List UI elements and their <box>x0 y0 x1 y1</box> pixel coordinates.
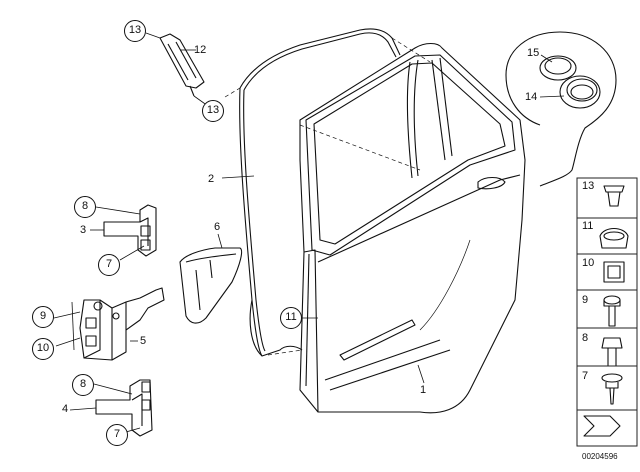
door-shell <box>299 42 526 414</box>
callout-7-hinge-upper: 7 <box>98 254 120 276</box>
fastener-label-10: 10 <box>582 257 595 269</box>
diagram-code: 00204596 <box>582 452 618 461</box>
callout-7-hinge-lower: 7 <box>106 424 128 446</box>
callout-9: 9 <box>32 306 54 328</box>
fastener-label-13: 13 <box>582 180 595 192</box>
callout-13-clip-bottom: 13 <box>202 100 224 122</box>
leader-2 <box>221 175 255 179</box>
door-check-strap <box>53 287 165 361</box>
callout-5: 5 <box>140 335 147 347</box>
callout-3: 3 <box>80 224 87 236</box>
mirror-clip-part <box>145 32 209 107</box>
seal-leader-dashes <box>224 37 431 356</box>
callout-10: 10 <box>32 338 54 360</box>
callout-1: 1 <box>420 384 427 396</box>
callout-2: 2 <box>208 173 215 185</box>
hinge-upper <box>90 204 157 261</box>
inner-cover-part <box>179 233 243 324</box>
callout-13-clip-top: 13 <box>124 20 146 42</box>
fastener-label-7: 7 <box>582 370 589 382</box>
callout-11: 11 <box>280 307 302 329</box>
door-seal <box>239 28 401 357</box>
zoom-detail-callout <box>505 31 617 187</box>
hinge-lower <box>69 379 153 437</box>
fastener-icons <box>583 185 629 437</box>
callout-8-hinge-upper: 8 <box>74 196 96 218</box>
callout-8-hinge-lower: 8 <box>72 374 94 396</box>
fastener-label-8: 8 <box>582 332 589 344</box>
callout-12: 12 <box>194 44 207 56</box>
fastener-panel-frame <box>576 177 638 447</box>
callout-15: 15 <box>527 47 540 59</box>
callout-6: 6 <box>214 221 221 233</box>
fastener-label-11: 11 <box>582 220 594 232</box>
callout-14: 14 <box>525 91 538 103</box>
callout-4: 4 <box>62 403 69 415</box>
leader-1 <box>417 364 425 384</box>
fastener-label-9: 9 <box>582 294 589 306</box>
